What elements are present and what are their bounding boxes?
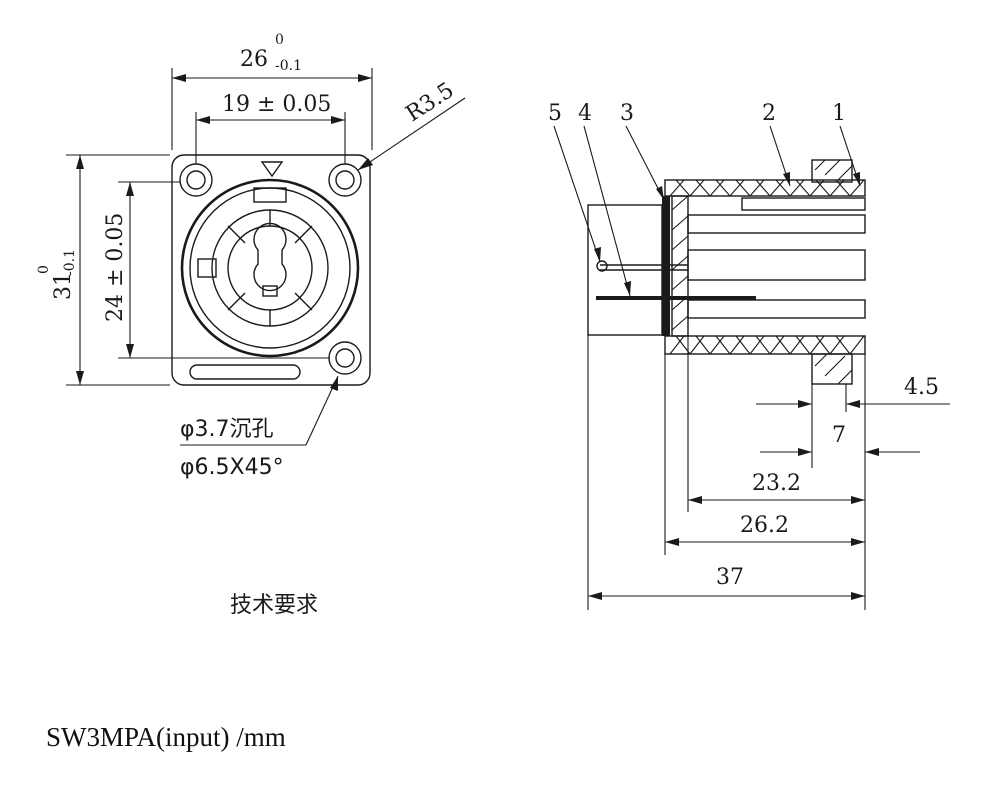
part-label-3: 3 bbox=[620, 101, 634, 126]
dim-26-2: 26.2 bbox=[665, 513, 865, 546]
dim-23-2: 23.2 bbox=[688, 471, 865, 504]
hole-note-1-text: φ3.7沉孔 bbox=[180, 417, 274, 442]
part-leader-3: 3 bbox=[620, 101, 665, 201]
dim-4-5: 4.5 bbox=[756, 375, 950, 408]
dim-hole-pitch-24: 24 ± 0.05 bbox=[103, 181, 330, 359]
part-leader-1: 1 bbox=[832, 101, 861, 187]
caption: SW3MPA(input) /mm bbox=[46, 722, 286, 752]
front-view: 26 0 -0.1 19 ± 0.05 R3.5 31 0 bbox=[36, 32, 466, 618]
mounting-hole-top-right bbox=[328, 163, 362, 197]
part-label-2: 2 bbox=[762, 101, 776, 126]
housing-bottom-hatch bbox=[664, 335, 866, 355]
mounting-hole-top-left bbox=[179, 163, 213, 197]
housing-top-hatch bbox=[664, 179, 866, 197]
dim-height-31: 31 0 -0.1 bbox=[36, 154, 170, 386]
tech-requirements-label: 技术要求 bbox=[230, 593, 318, 618]
contact-pins bbox=[596, 197, 866, 319]
dim-26-2-text: 26.2 bbox=[740, 513, 789, 538]
dim-37-text: 37 bbox=[716, 565, 744, 590]
latch-top bbox=[811, 159, 853, 183]
height-tol-lower-text: -0.1 bbox=[62, 249, 78, 276]
radius-leader: R3.5 bbox=[357, 78, 466, 171]
side-view: 5 4 3 2 1 bbox=[548, 101, 950, 610]
front-flange-outline bbox=[171, 154, 371, 386]
label-slot bbox=[189, 364, 301, 380]
height-nominal-text: 31 bbox=[51, 272, 76, 300]
latch-bottom bbox=[811, 353, 853, 385]
part-label-5: 5 bbox=[548, 101, 562, 126]
hole-pitch-v-text: 24 ± 0.05 bbox=[103, 213, 128, 322]
orientation-triangle-icon bbox=[260, 161, 284, 178]
hole-note-2-text: φ6.5X45° bbox=[180, 455, 284, 480]
dim-width-26: 26 0 -0.1 bbox=[171, 32, 373, 150]
dim-37: 37 bbox=[588, 565, 865, 600]
dim-hole-pitch-19: 19 ± 0.05 bbox=[195, 92, 346, 164]
dim-7: 7 bbox=[760, 423, 920, 456]
corner-radius-text: R3.5 bbox=[402, 78, 459, 127]
connector-face bbox=[180, 178, 360, 358]
countersink-leader: φ3.7沉孔 φ6.5X45° bbox=[180, 375, 339, 480]
width-nominal-text: 26 bbox=[240, 47, 268, 72]
height-tol-upper-text: 0 bbox=[36, 265, 52, 274]
dim-7-text: 7 bbox=[832, 423, 846, 448]
part-leader-2: 2 bbox=[762, 101, 791, 187]
width-tol-upper-text: 0 bbox=[275, 32, 284, 48]
part-leader-5: 5 bbox=[548, 101, 601, 263]
front-panel-plate bbox=[662, 196, 670, 336]
part-label-4: 4 bbox=[578, 101, 592, 126]
flange-hatch bbox=[671, 195, 689, 337]
part-label-1: 1 bbox=[832, 101, 846, 126]
dim-23-2-text: 23.2 bbox=[752, 471, 801, 496]
part-leader-4: 4 bbox=[578, 101, 631, 297]
hole-pitch-h-text: 19 ± 0.05 bbox=[222, 92, 331, 117]
width-tol-lower-text: -0.1 bbox=[275, 58, 302, 74]
dim-4-5-text: 4.5 bbox=[904, 375, 939, 400]
mounting-hole-bottom-right bbox=[328, 341, 362, 375]
